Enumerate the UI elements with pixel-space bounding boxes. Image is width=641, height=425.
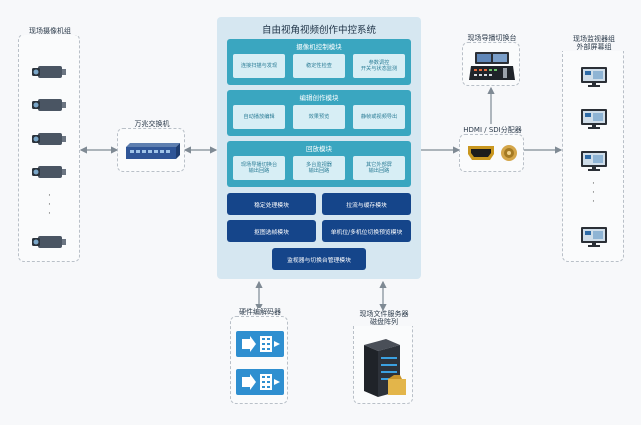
camera-control-module: 摄像机控制模块 连接扫描与发现 稳定性检查 参数调控 开关与状态监测 [227, 39, 411, 85]
network-switch-icon [126, 143, 180, 159]
codec-device-icon [236, 331, 284, 357]
monitor-group-title: 现场监视器组 外部屏幕组 [561, 35, 627, 51]
module-title: 编辑创作模块 [299, 94, 339, 102]
module-item: 效果预览 [293, 105, 345, 129]
camera-switch-preview-module: 单机位/多机位切换预览模块 [322, 220, 411, 242]
module-item: 自动播放编辑 [233, 105, 285, 129]
camera-icon [32, 99, 66, 111]
codec-box: 硬件编解码器 [230, 308, 289, 404]
file-server-title: 现场文件服务器 磁盘阵列 [350, 310, 418, 326]
main-system-title: 自由视角视频创作中控系统 [261, 25, 376, 36]
switcher-console-icon [469, 52, 515, 80]
monitor-icon [581, 109, 607, 129]
splitter-box: HDMI / SDI分配器 [459, 126, 525, 172]
camera-group-title: 现场摄像机组 [19, 27, 81, 35]
module-item: 连接扫描与发现 [233, 54, 285, 78]
playback-module: 回放模块 现场导播切换台 输出回路 多台监视器 输出回路 其它外部屏 输出回路 [227, 141, 411, 187]
director-console-box: 现场导播切换台 [459, 34, 525, 86]
module-item: 参数调控 开关与状态监测 [353, 54, 405, 78]
switch-box: 万兆交换机 [117, 120, 186, 172]
director-console-title: 现场导播切换台 [459, 34, 525, 42]
camera-group: 现场摄像机组 ··· [18, 27, 81, 262]
hdmi-port-icon [468, 146, 494, 160]
matting-module: 抠图选帧模块 [227, 220, 316, 242]
switch-title: 万兆交换机 [118, 120, 186, 128]
module-item: 静帧或视频导出 [353, 105, 405, 129]
file-server-box: 现场文件服务器 磁盘阵列 [350, 310, 418, 404]
ellipsis-dots: ··· [48, 191, 51, 219]
monitor-icon [581, 151, 607, 171]
camera-icon [32, 133, 66, 145]
sdi-connector-icon [501, 145, 517, 161]
codec-title: 硬件编解码器 [231, 308, 289, 316]
module-item: 其它外部屏 输出回路 [353, 156, 405, 180]
server-storage-icon [364, 339, 406, 397]
module-item: 稳定性检查 [293, 54, 345, 78]
main-system-panel: 自由视角视频创作中控系统 摄像机控制模块 连接扫描与发现 稳定性检查 参数调控 … [217, 17, 421, 279]
codec-device-icon [236, 369, 284, 395]
edit-creation-module: 编辑创作模块 自动播放编辑 效果预览 静帧或视频导出 [227, 90, 411, 136]
module-title: 摄像机控制模块 [296, 43, 342, 51]
module-item: 现场导播切换台 输出回路 [233, 156, 285, 180]
module-item: 多台监视器 输出回路 [293, 156, 345, 180]
ellipsis-dots: ··· [592, 179, 595, 207]
module-title: 回放模块 [306, 145, 332, 153]
stabilize-module: 稳定处理模块 [227, 193, 316, 215]
stream-cache-module: 拉流与缓存模块 [322, 193, 411, 215]
monitor-icon [581, 67, 607, 87]
camera-icon [32, 66, 66, 78]
monitor-group: 现场监视器组 外部屏幕组 ··· [561, 35, 627, 262]
monitor-management-module: 监视器与切换台管理模块 [272, 248, 366, 270]
camera-icon [32, 166, 66, 178]
splitter-title: HDMI / SDI分配器 [460, 126, 525, 134]
camera-icon [32, 236, 66, 248]
monitor-icon [581, 227, 607, 247]
